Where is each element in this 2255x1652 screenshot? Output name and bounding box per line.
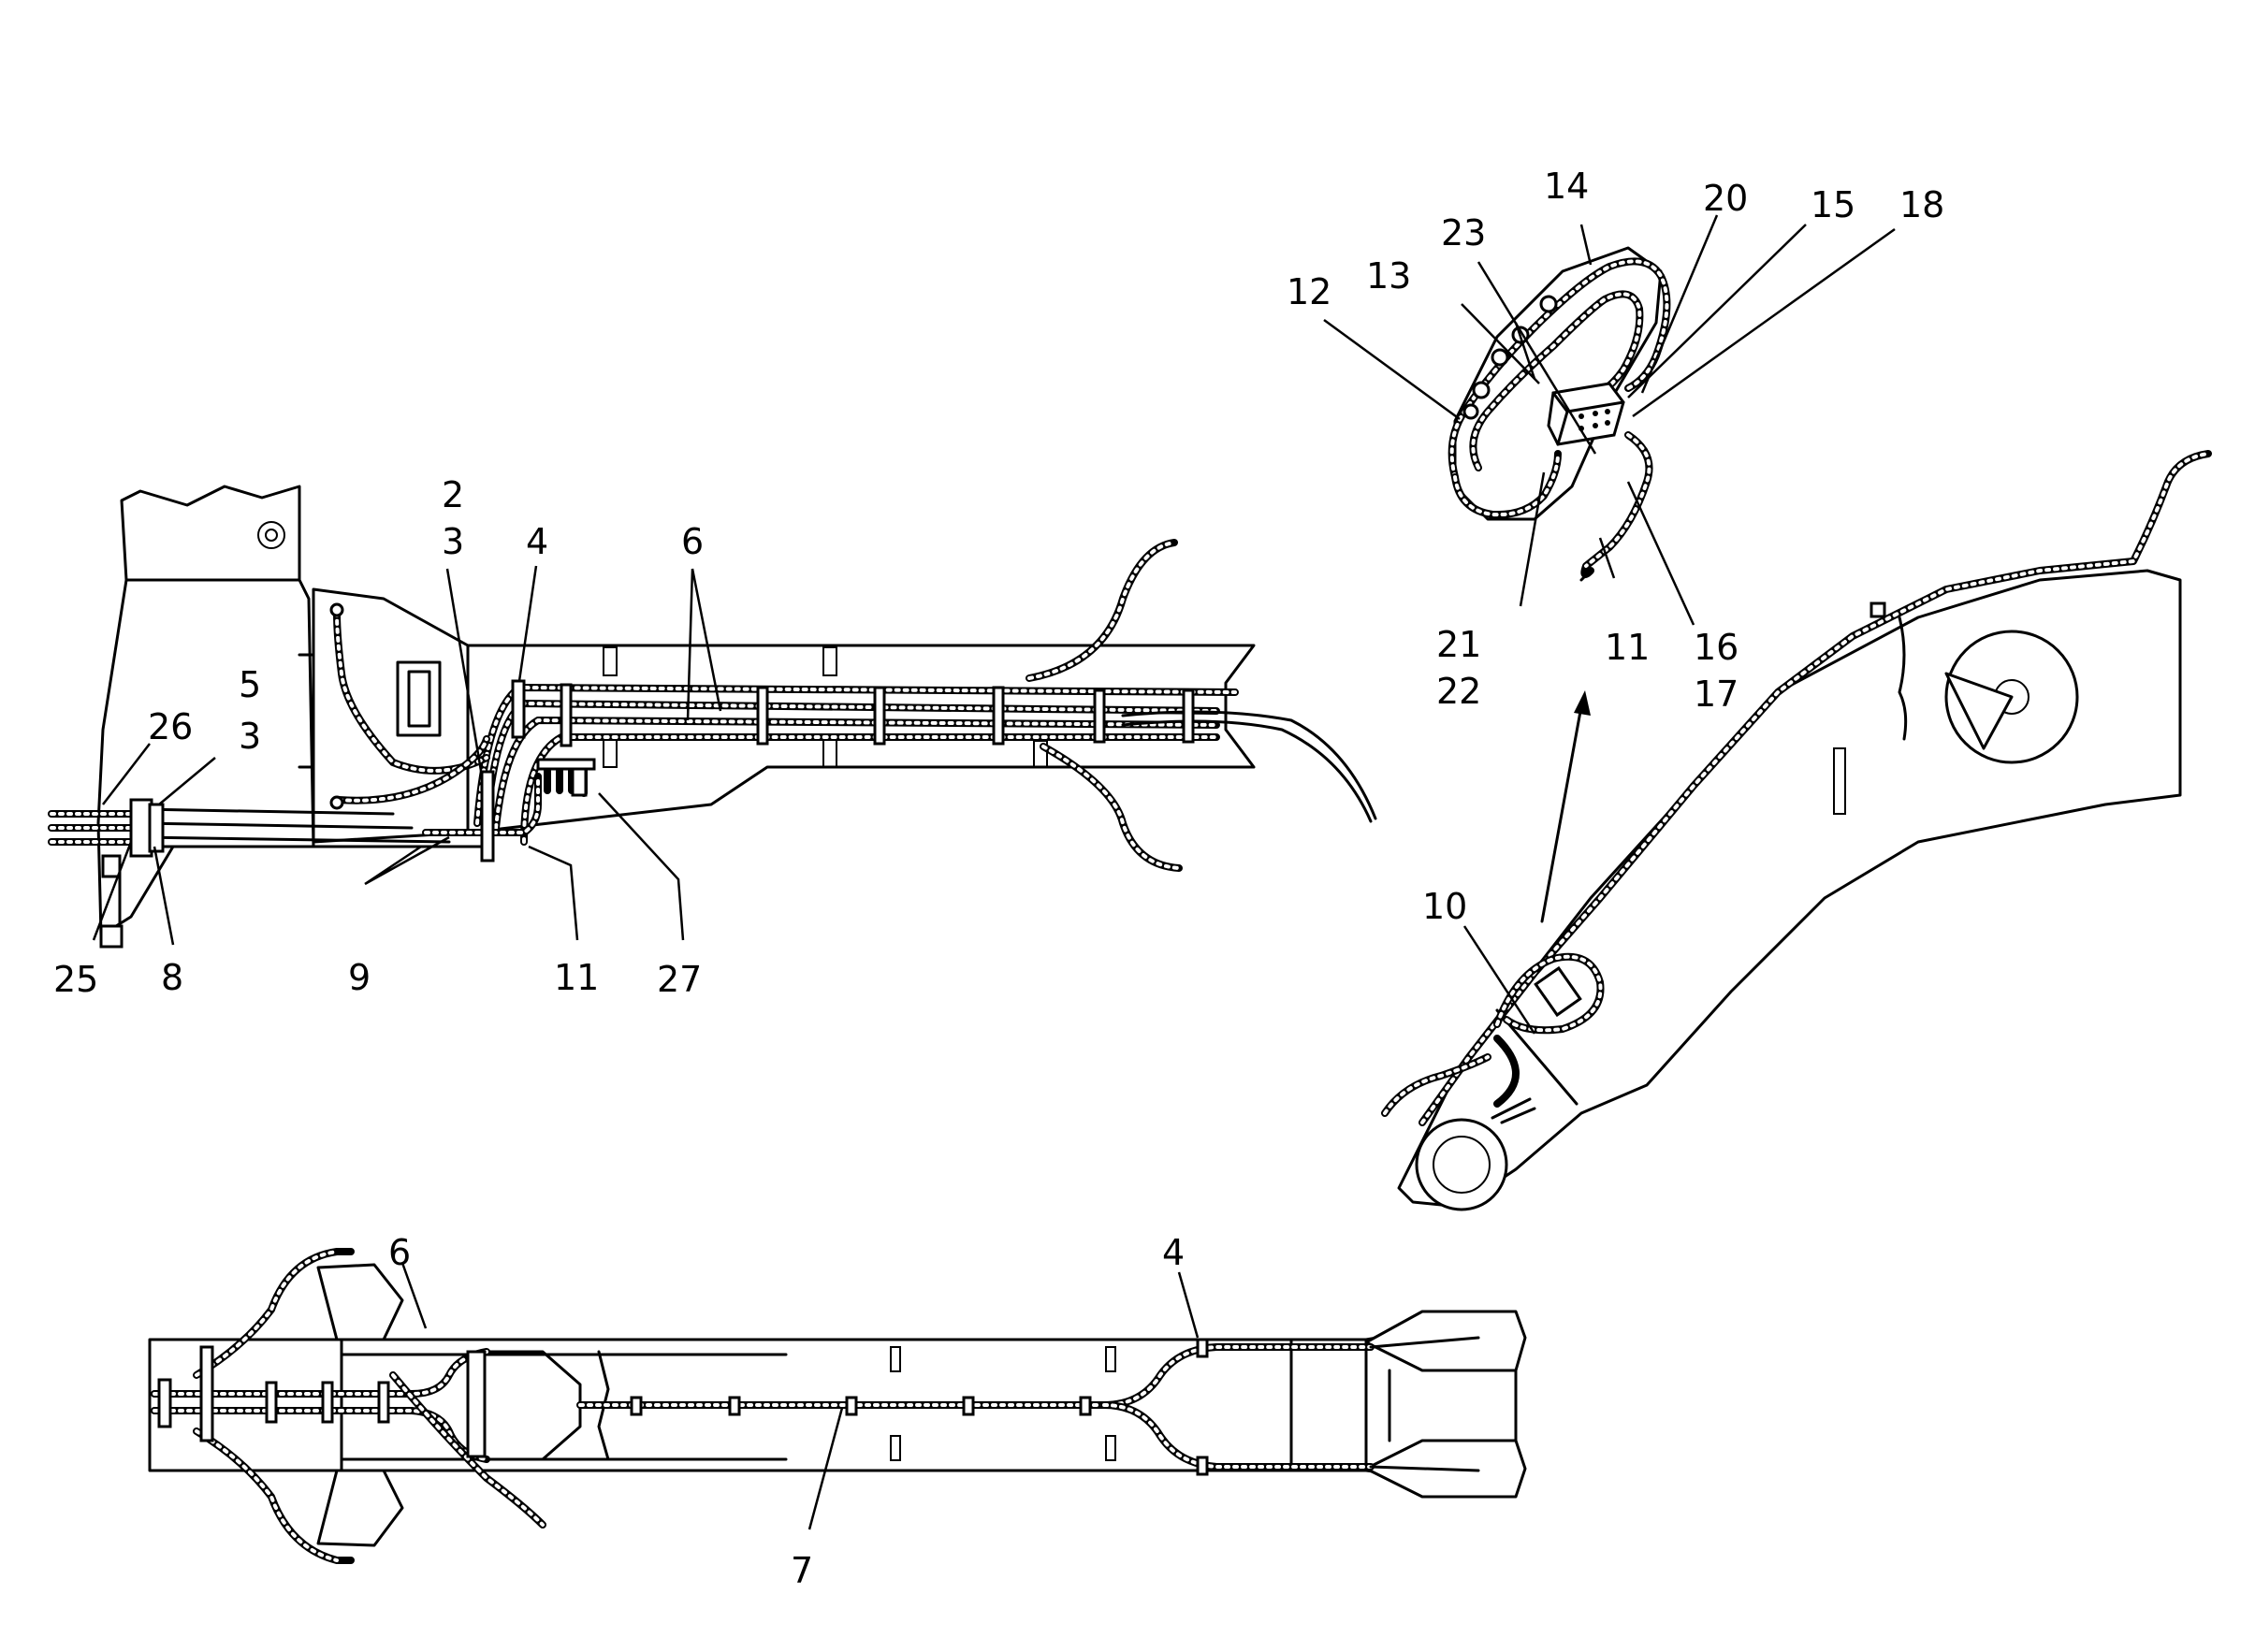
callout-4: 4 [526,521,548,562]
callout-11: 11 [554,957,599,998]
callout-6b: 6 [388,1232,411,1273]
view-a-fittings [48,798,165,949]
callout-16: 16 [1694,627,1739,668]
view-b-detail [1448,246,1671,923]
callout-25: 25 [53,959,98,1000]
callout-labels: 2 3 4 6 5 26 3 25 8 9 11 27 14 23 20 15 … [53,166,1944,1591]
callout-23: 23 [1441,212,1486,254]
callout-27: 27 [657,959,702,1000]
callout-17: 17 [1694,674,1739,715]
callout-6: 6 [681,521,704,562]
callout-8: 8 [161,957,183,998]
callout-26: 26 [148,706,193,747]
callout-20: 20 [1703,178,1748,219]
callout-5: 5 [239,664,261,705]
callout-4b: 4 [1162,1232,1185,1273]
callout-3b: 3 [239,716,261,757]
callout-18: 18 [1899,184,1944,225]
callout-10: 10 [1422,886,1467,927]
callout-22: 22 [1436,671,1481,712]
callout-21: 21 [1436,624,1481,665]
view-c-inclined-boom [1381,450,2212,1211]
view-a-boom-side [48,485,1377,949]
valve-block [1547,382,1625,446]
callout-3: 3 [442,521,464,562]
callout-12: 12 [1287,271,1331,312]
callout-15: 15 [1811,184,1855,225]
callout-7: 7 [791,1550,813,1591]
callout-9: 9 [348,957,371,998]
callout-2: 2 [442,474,464,515]
callout-14: 14 [1544,166,1589,207]
view-d-boom-top [148,1248,1527,1564]
callout-leaders [92,214,1896,1530]
callout-13: 13 [1366,255,1411,297]
callout-11b: 11 [1605,627,1650,668]
